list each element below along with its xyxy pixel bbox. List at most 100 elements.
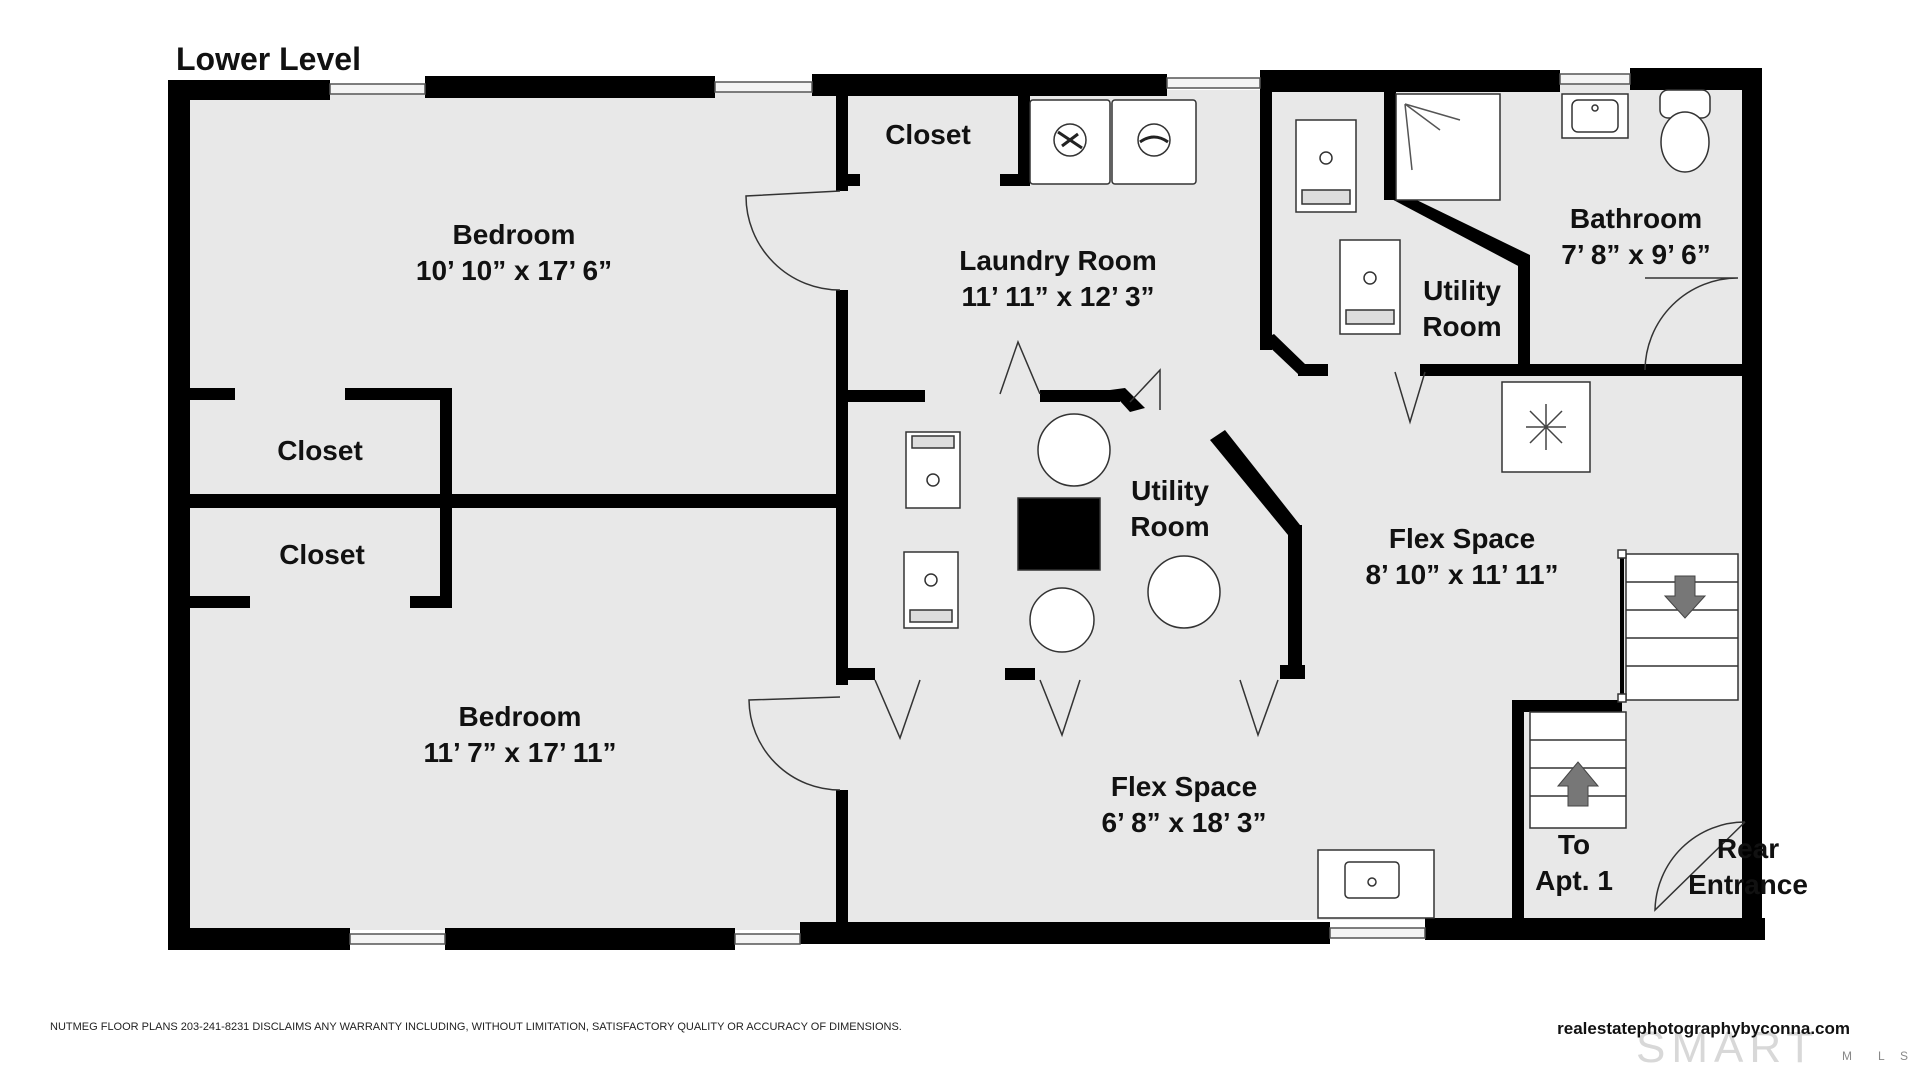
wall-bath-divider [1384, 90, 1396, 200]
utility-center-line1: Utility [1131, 475, 1209, 506]
flex-right-name: Flex Space [1389, 523, 1535, 554]
wall-utility-top-1 [845, 390, 925, 402]
windows [329, 73, 1631, 945]
doors [745, 190, 1746, 912]
window-4 [1559, 73, 1631, 85]
wall-closet-1-top [190, 388, 235, 400]
watermark-s: S [1900, 1049, 1908, 1063]
refrigerator-icon [1501, 381, 1591, 473]
bedroom-top-name: Bedroom [453, 219, 576, 250]
door-bedroom-top [745, 190, 841, 291]
window-5 [349, 933, 446, 945]
door-flex-1 [874, 679, 921, 741]
watermark: SMART [1636, 1023, 1819, 1072]
utility-center-line2: Room [1130, 511, 1209, 542]
wall-top-3 [812, 74, 1167, 96]
to-apt-line2: Apt. 1 [1535, 865, 1613, 896]
rear-entrance-line1: Rear [1717, 833, 1779, 864]
bedroom-top-dims: 10’ 10” x 17’ 6” [416, 255, 612, 286]
furnace-icon-2 [1339, 239, 1401, 335]
window-6 [734, 933, 801, 945]
wall-right-utility-diag [1262, 334, 1305, 374]
wall-top-4 [1260, 70, 1560, 92]
utility-right-line2: Room [1422, 311, 1501, 342]
wall-right-utility-bottom [1298, 364, 1328, 376]
wall-stair-enclosure-left [1512, 700, 1524, 930]
wall-right-utility-left [1260, 70, 1272, 350]
wall-utility-bottom-2 [1005, 668, 1035, 680]
wall-laundry-closet [1018, 94, 1030, 186]
wall-top-5 [1630, 68, 1758, 90]
flex-right-dims: 8’ 10” x 11’ 11” [1365, 559, 1558, 590]
window-1 [329, 83, 426, 95]
bathroom-name: Bathroom [1570, 203, 1702, 234]
wall-bottom-2 [445, 928, 735, 950]
wall-laundry-closet-b [1000, 174, 1030, 186]
tank-icon-1 [1037, 413, 1111, 487]
watermark-m: M [1842, 1049, 1852, 1063]
tank-icon-2 [1147, 555, 1221, 629]
wall-center-vertical-3 [836, 790, 848, 930]
wall-utility-top-2 [1040, 390, 1120, 402]
wall-closet-2-bottom [190, 596, 250, 608]
washer-icon [1111, 99, 1197, 185]
bedroom-bottom-name: Bedroom [459, 701, 582, 732]
wall-bath-diag [1384, 190, 1530, 268]
flex-bottom-name: Flex Space [1111, 771, 1257, 802]
door-utility-right [1394, 371, 1426, 425]
watermark-mls: M L S [1842, 1049, 1908, 1063]
door-bedroom-bottom [748, 696, 841, 791]
watermark-l: L [1878, 1049, 1885, 1063]
arrow-up-icon [1556, 761, 1600, 807]
wall-utility-diag-2 [1210, 430, 1300, 535]
bathroom-dims: 7’ 8” x 9’ 6” [1561, 239, 1710, 270]
to-apt-line1: To [1558, 829, 1590, 860]
wall-top-1 [175, 80, 330, 100]
plan-title: Lower Level [176, 41, 361, 77]
wall-closet-side [440, 388, 452, 608]
wall-closet-2-bottom-b [410, 596, 452, 608]
door-bathroom [1644, 277, 1739, 371]
wall-utility-bottom-3 [1280, 665, 1305, 679]
wall-laundry-closet-c [840, 174, 860, 186]
door-flex-3 [1239, 679, 1279, 738]
window-2 [714, 81, 813, 93]
chimney-icon [1017, 497, 1101, 571]
utility-right-line1: Utility [1423, 275, 1501, 306]
floor-left [190, 90, 850, 930]
wall-bottom-3 [800, 922, 1330, 944]
wall-right-utility-bottom-2 [1420, 364, 1750, 376]
door-laundry-right [1129, 368, 1161, 410]
wall-utility-right [1288, 525, 1302, 675]
window-7 [1329, 927, 1426, 939]
tank-icon-3 [1029, 587, 1095, 653]
flex-bottom-dims: 6’ 8” x 18’ 3” [1101, 807, 1266, 838]
wall-center-vertical-2 [836, 290, 848, 685]
wall-bottom-4 [1425, 918, 1765, 940]
closet-mid1-label: Closet [277, 435, 363, 466]
walls [168, 68, 1765, 950]
wall-left [168, 80, 190, 950]
wall-utility-bottom-1 [845, 668, 875, 680]
stair-arrows [1556, 575, 1707, 807]
wall-stair-enclosure-top [1512, 700, 1622, 712]
laundry-dims: 11’ 11” x 12’ 3” [961, 281, 1154, 312]
door-flex-2 [1039, 679, 1081, 738]
water-heater-icon-2 [1295, 119, 1357, 213]
dryer-icon [1029, 99, 1111, 185]
window-3 [1166, 77, 1261, 89]
rear-entrance-line2: Entrance [1688, 869, 1808, 900]
room-labels: Bedroom 10’ 10” x 17’ 6” Bedroom 11’ 7” … [277, 119, 1808, 900]
wall-closet-1-top-b [345, 388, 452, 400]
shower-icon [1395, 93, 1501, 201]
fixtures [903, 89, 1739, 919]
sink-icon [1561, 93, 1629, 139]
wall-utility-diag-1 [1110, 388, 1145, 412]
toilet-icon [1659, 89, 1711, 173]
laundry-name: Laundry Room [959, 245, 1157, 276]
door-laundry-left [999, 339, 1041, 395]
website[interactable]: realestatephotographybyconna.com [1557, 1019, 1850, 1038]
wall-bedroom-divider [190, 494, 840, 508]
wall-bath-vertical [1518, 255, 1530, 370]
